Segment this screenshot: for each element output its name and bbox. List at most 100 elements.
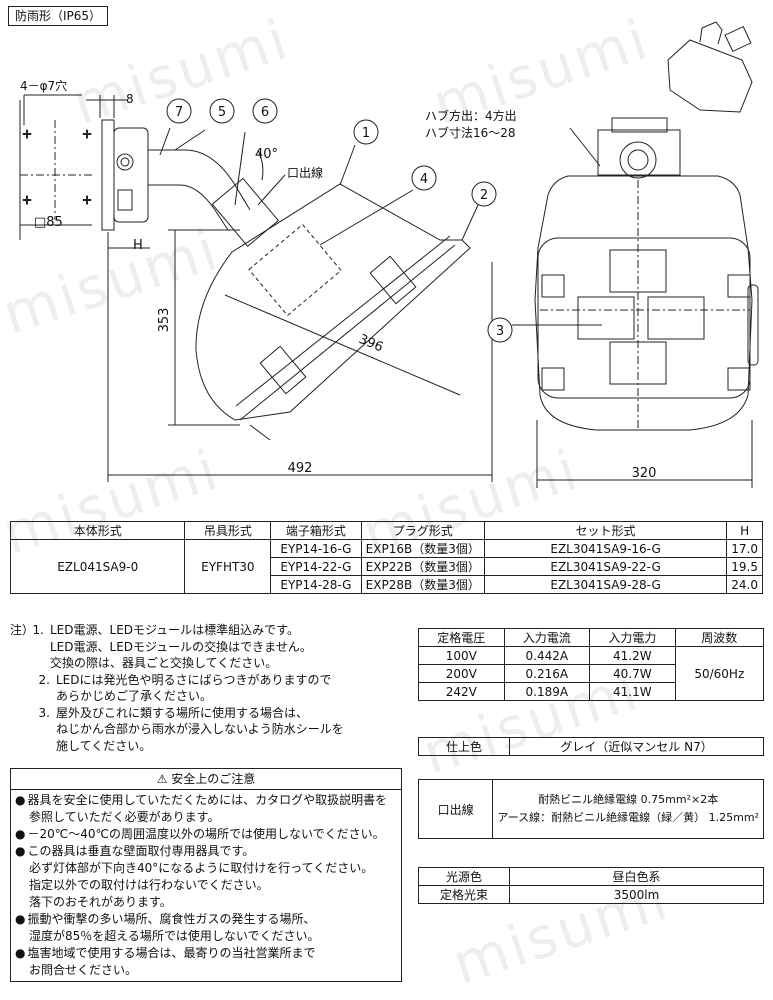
- hanger-model: EYFHT30: [184, 539, 272, 594]
- header-body-model: 本体形式: [9, 521, 186, 540]
- callout-3: 3: [496, 324, 504, 339]
- header-frequency: 周波数: [674, 628, 765, 647]
- note-number: 1.: [32, 623, 44, 637]
- light-color-label: 光源色: [418, 867, 510, 886]
- header-set: セット形式: [483, 521, 728, 540]
- current-value: 0.442A: [503, 646, 591, 665]
- note-line: ねじかん合部から雨水が浸入しないよう防水シールを: [56, 722, 344, 736]
- title-label: 防雨形（IP65）: [8, 6, 109, 26]
- plug-model: EXP22B（数量3個）: [360, 557, 485, 576]
- finish-value: グレイ（近似マンセル N7）: [509, 737, 764, 756]
- voltage-value: 242V: [418, 682, 505, 701]
- note-line: 交換の際は、器具ごと交換してください。: [50, 656, 278, 670]
- safety-item-cont: 湿度が85％を超える場所では使用しないでください。: [29, 929, 320, 943]
- note-line: LEDには発光色や明るさにばらつきがありますので: [56, 672, 332, 687]
- safety-box: ⚠ 安全上のご注意 器具を安全に使用していただくためには、カタログや取扱説明書を…: [10, 768, 402, 982]
- header-voltage: 定格電圧: [418, 628, 505, 647]
- header-hanger: 吊具形式: [184, 521, 272, 540]
- set-model: EZL3041SA9-22-G: [483, 557, 728, 576]
- holes-label: 4－φ7穴: [20, 78, 67, 93]
- body-model: EZL041SA9-0: [9, 539, 186, 594]
- lead-label: 口出線: [287, 165, 323, 180]
- dim-492: 492: [288, 461, 313, 476]
- note-line: あらかじめご了承ください。: [56, 689, 213, 703]
- callout-4: 4: [420, 172, 428, 187]
- set-model: EZL3041SA9-16-G: [483, 539, 728, 558]
- header-power: 入力電力: [589, 628, 676, 647]
- note-number: 3.: [38, 705, 50, 720]
- lead-wire-line: アース線：耐熱ビニル絶縁電線（緑／黄） 1.25mm²: [497, 811, 759, 824]
- callout-2: 2: [480, 188, 488, 203]
- header-current: 入力電流: [503, 628, 591, 647]
- safety-item-cont: 参照していただく必要があります。: [29, 810, 220, 824]
- safety-item-cont: 指定以外での取付けは行わないでください。: [29, 878, 269, 892]
- dim-353: 353: [157, 308, 172, 333]
- dim-h: H: [133, 238, 143, 253]
- callout-1: 1: [362, 126, 370, 141]
- voltage-value: 100V: [418, 646, 505, 665]
- power-value: 41.1W: [589, 682, 676, 701]
- current-value: 0.189A: [503, 682, 591, 701]
- h-value: 24.0: [726, 575, 763, 594]
- flux-label: 定格光束: [418, 885, 510, 904]
- flux-value: 3500lm: [509, 885, 764, 904]
- model-table: 本体形式 吊具形式 端子箱形式 プラグ形式 セット形式 H EZL041SA9-…: [9, 521, 763, 594]
- header-h: H: [726, 521, 763, 540]
- svg-text:+: +: [22, 193, 32, 207]
- safety-item-cont: 落下のおそれがあります。: [29, 895, 172, 909]
- note-line: LED電源、LEDモジュールの交換はできません。: [50, 639, 312, 654]
- note-number: 2.: [38, 672, 50, 687]
- plug-model: EXP16B（数量3個）: [360, 539, 485, 558]
- current-value: 0.216A: [503, 664, 591, 683]
- hub-size: ハブ寸法16～28: [425, 125, 516, 140]
- power-value: 40.7W: [589, 664, 676, 683]
- svg-text:+: +: [82, 193, 92, 207]
- dim-396: 396: [356, 332, 385, 356]
- callout-6: 6: [261, 105, 269, 120]
- note-line: 施してください。: [56, 738, 152, 753]
- lead-wire-label: 口出線: [417, 779, 494, 839]
- lead-wire-line: 耐熱ビニル絶縁電線 0.75mm²×2本: [538, 793, 719, 806]
- electrical-table: 定格電圧 入力電流 入力電力 周波数 100V 0.442A 41.2W 50/…: [418, 628, 765, 701]
- finish-label: 仕上色: [418, 737, 510, 756]
- terminal-model: EYP14-28-G: [270, 575, 362, 594]
- light-color-value: 昼白色系: [509, 867, 764, 886]
- safety-item: 器具を安全に使用していただくためには、カタログや取扱説明書を: [15, 792, 397, 809]
- safety-title: 安全上のご注意: [171, 772, 256, 786]
- safety-item-cont: お問合せください。: [29, 963, 138, 977]
- svg-text:+: +: [22, 127, 32, 141]
- h-value: 17.0: [726, 539, 763, 558]
- safety-header: ⚠ 安全上のご注意: [11, 769, 401, 790]
- notes-prefix: 注）: [10, 623, 35, 637]
- callout-5: 5: [218, 105, 226, 120]
- note-line: LED電源、LEDモジュールは標準組込みです。: [50, 623, 299, 637]
- terminal-model: EYP14-16-G: [270, 539, 362, 558]
- lead-wire-table: 口出線 耐熱ビニル絶縁電線 0.75mm²×2本 アース線：耐熱ビニル絶縁電線（…: [417, 779, 764, 839]
- header-terminal: 端子箱形式: [270, 521, 362, 540]
- frequency-value: 50/60Hz: [674, 646, 765, 701]
- dim-320: 320: [632, 466, 657, 481]
- technical-drawing: + + + +: [19, 21, 759, 488]
- power-value: 41.2W: [589, 646, 676, 665]
- h-value: 19.5: [726, 557, 763, 576]
- safety-item: 振動や衝撃の多い場所、腐食性ガスの発生する場所、: [15, 911, 397, 928]
- voltage-value: 200V: [418, 664, 505, 683]
- angle-label: 40°: [255, 147, 278, 162]
- safety-item-cont: 必ず灯体部が下向き40°になるように取付けを行ってください。: [29, 861, 374, 875]
- callout-7: 7: [175, 105, 183, 120]
- set-model: EZL3041SA9-28-G: [483, 575, 728, 594]
- dim-square: □85: [34, 215, 63, 230]
- finish-table: 仕上色 グレイ（近似マンセル N7）: [418, 737, 764, 756]
- safety-item: 塩害地域で使用する場合は、最寄りの当社営業所まで: [15, 945, 397, 962]
- warning-icon: ⚠: [156, 772, 168, 786]
- hub-direction: ハブ方出：4方出: [425, 108, 517, 123]
- note-line: 屋外及びこれに類する場所に使用する場合は、: [56, 705, 309, 720]
- plug-model: EXP28B（数量3個）: [360, 575, 485, 594]
- svg-text:+: +: [82, 127, 92, 141]
- safety-item: －20℃～40℃の周囲温度以外の場所では使用しないでください。: [15, 826, 397, 843]
- notes: 注） 1. LED電源、LEDモジュールは標準組込みです。 LED電源、LEDモ…: [10, 622, 410, 754]
- light-table: 光源色 昼白色系 定格光束 3500lm: [418, 867, 764, 904]
- dim-8: 8: [126, 92, 134, 106]
- terminal-model: EYP14-22-G: [270, 557, 362, 576]
- header-plug: プラグ形式: [360, 521, 485, 540]
